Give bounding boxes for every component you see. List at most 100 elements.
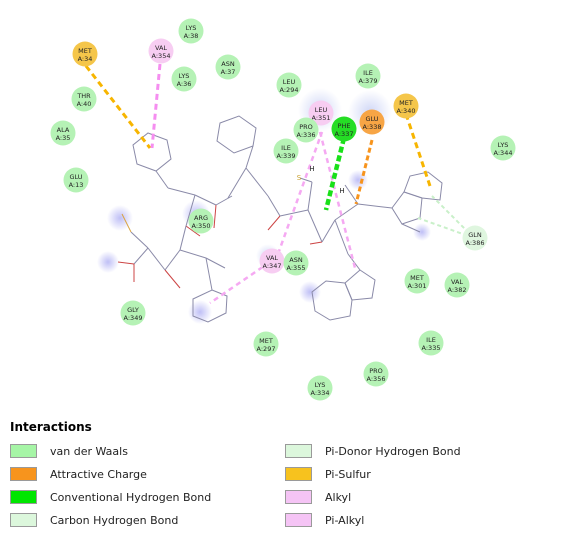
legend-label: van der Waals <box>50 444 128 458</box>
residue-disc <box>72 41 98 67</box>
residue-disc <box>331 116 357 142</box>
residue-chain: A:339 <box>277 152 296 160</box>
legend-item-pi-donor-hydrogen-bond: Pi-Donor Hydrogen Bond <box>285 442 461 460</box>
residue-name: ARG <box>194 214 208 222</box>
residue-name: LYS <box>315 381 326 389</box>
residue-disc <box>363 361 389 387</box>
legend-item-attractive-charge: Attractive Charge <box>10 465 147 483</box>
residue-disc <box>283 250 309 276</box>
residue-name: GLN <box>468 231 482 239</box>
residue-disc <box>71 86 97 112</box>
residue-chain: A:36 <box>177 80 192 88</box>
residue-disc <box>63 167 89 193</box>
residue-chain: A:349 <box>124 314 143 322</box>
residue-chain: A:351 <box>312 114 331 122</box>
hydrogen-atom-label: H <box>339 187 344 195</box>
residue-chain: A:35 <box>56 134 71 142</box>
residue-chain: A:354 <box>152 52 171 60</box>
legend-item-alkyl: Alkyl <box>285 488 351 506</box>
legend-label: Pi-Alkyl <box>325 513 365 527</box>
residue-disc <box>148 38 174 64</box>
atom-labels: H H S <box>297 165 345 195</box>
residue-name: VAL <box>155 44 167 52</box>
residue-disc <box>462 225 488 251</box>
residue-name: MET <box>410 274 424 282</box>
residue-name: ASN <box>289 256 303 264</box>
residue-chain: A:297 <box>257 345 276 353</box>
residue-disc <box>259 248 285 274</box>
residue-name: ASN <box>221 60 235 68</box>
residue-name: LYS <box>186 24 197 32</box>
interaction-lines <box>84 63 475 305</box>
residue-disc <box>276 72 302 98</box>
residue-name: LEU <box>283 78 296 86</box>
legend-swatch <box>10 490 37 504</box>
legend-swatch <box>10 513 37 527</box>
legend-title: Interactions <box>10 420 92 434</box>
residue-name: GLY <box>127 306 139 314</box>
residue-name: VAL <box>451 278 463 286</box>
legend-swatch <box>285 467 312 481</box>
residue-disc <box>359 109 385 135</box>
residue-disc <box>490 135 516 161</box>
legend-item-pi-sulfur: Pi-Sulfur <box>285 465 371 483</box>
legend-swatch <box>285 490 312 504</box>
legend-label: Pi-Donor Hydrogen Bond <box>325 444 461 458</box>
residue-disc <box>253 331 279 357</box>
hydrogen-atom-label: H <box>309 165 314 173</box>
residue-disc <box>50 120 76 146</box>
pi-sulfur-line <box>404 113 432 187</box>
residue-chain: A:336 <box>297 131 316 139</box>
residue-disc <box>307 375 333 401</box>
residue-name: ILE <box>426 336 436 344</box>
ligand-structure <box>117 115 443 323</box>
residue-chain: A:40 <box>77 100 92 108</box>
residue-disc <box>308 100 334 126</box>
residue-name: PHE <box>338 122 351 130</box>
legend-label: Carbon Hydrogen Bond <box>50 513 179 527</box>
legend-swatch <box>285 513 312 527</box>
residue-chain: A:337 <box>335 130 354 138</box>
residue-disc <box>393 93 419 119</box>
sulfur-atom-label: S <box>297 174 302 182</box>
residue-disc <box>171 66 197 92</box>
residue-disc <box>120 300 146 326</box>
residue-chain: A:338 <box>363 123 382 131</box>
residue-disc <box>293 117 319 143</box>
legend-swatch <box>10 467 37 481</box>
residue-disc <box>215 54 241 80</box>
residue-name: MET <box>399 99 413 107</box>
residue-chain: A:13 <box>69 181 84 189</box>
residue-name: MET <box>78 47 92 55</box>
residue-chain: A:344 <box>494 149 513 157</box>
residue-name: MET <box>259 337 273 345</box>
residue-disc <box>188 208 214 234</box>
residue-name: LYS <box>498 141 509 149</box>
residue-chain: A:356 <box>367 375 386 383</box>
legend-item-van-der-waals: van der Waals <box>10 442 128 460</box>
pi-alkyl-line <box>318 131 357 269</box>
legend-item-pi-alkyl: Pi-Alkyl <box>285 511 364 529</box>
legend-label: Conventional Hydrogen Bond <box>50 490 212 504</box>
legend-label: Pi-Sulfur <box>325 467 371 481</box>
residue-name: THR <box>76 92 91 100</box>
residue-chain: A:37 <box>221 68 236 76</box>
residue-name: PRO <box>369 367 383 375</box>
